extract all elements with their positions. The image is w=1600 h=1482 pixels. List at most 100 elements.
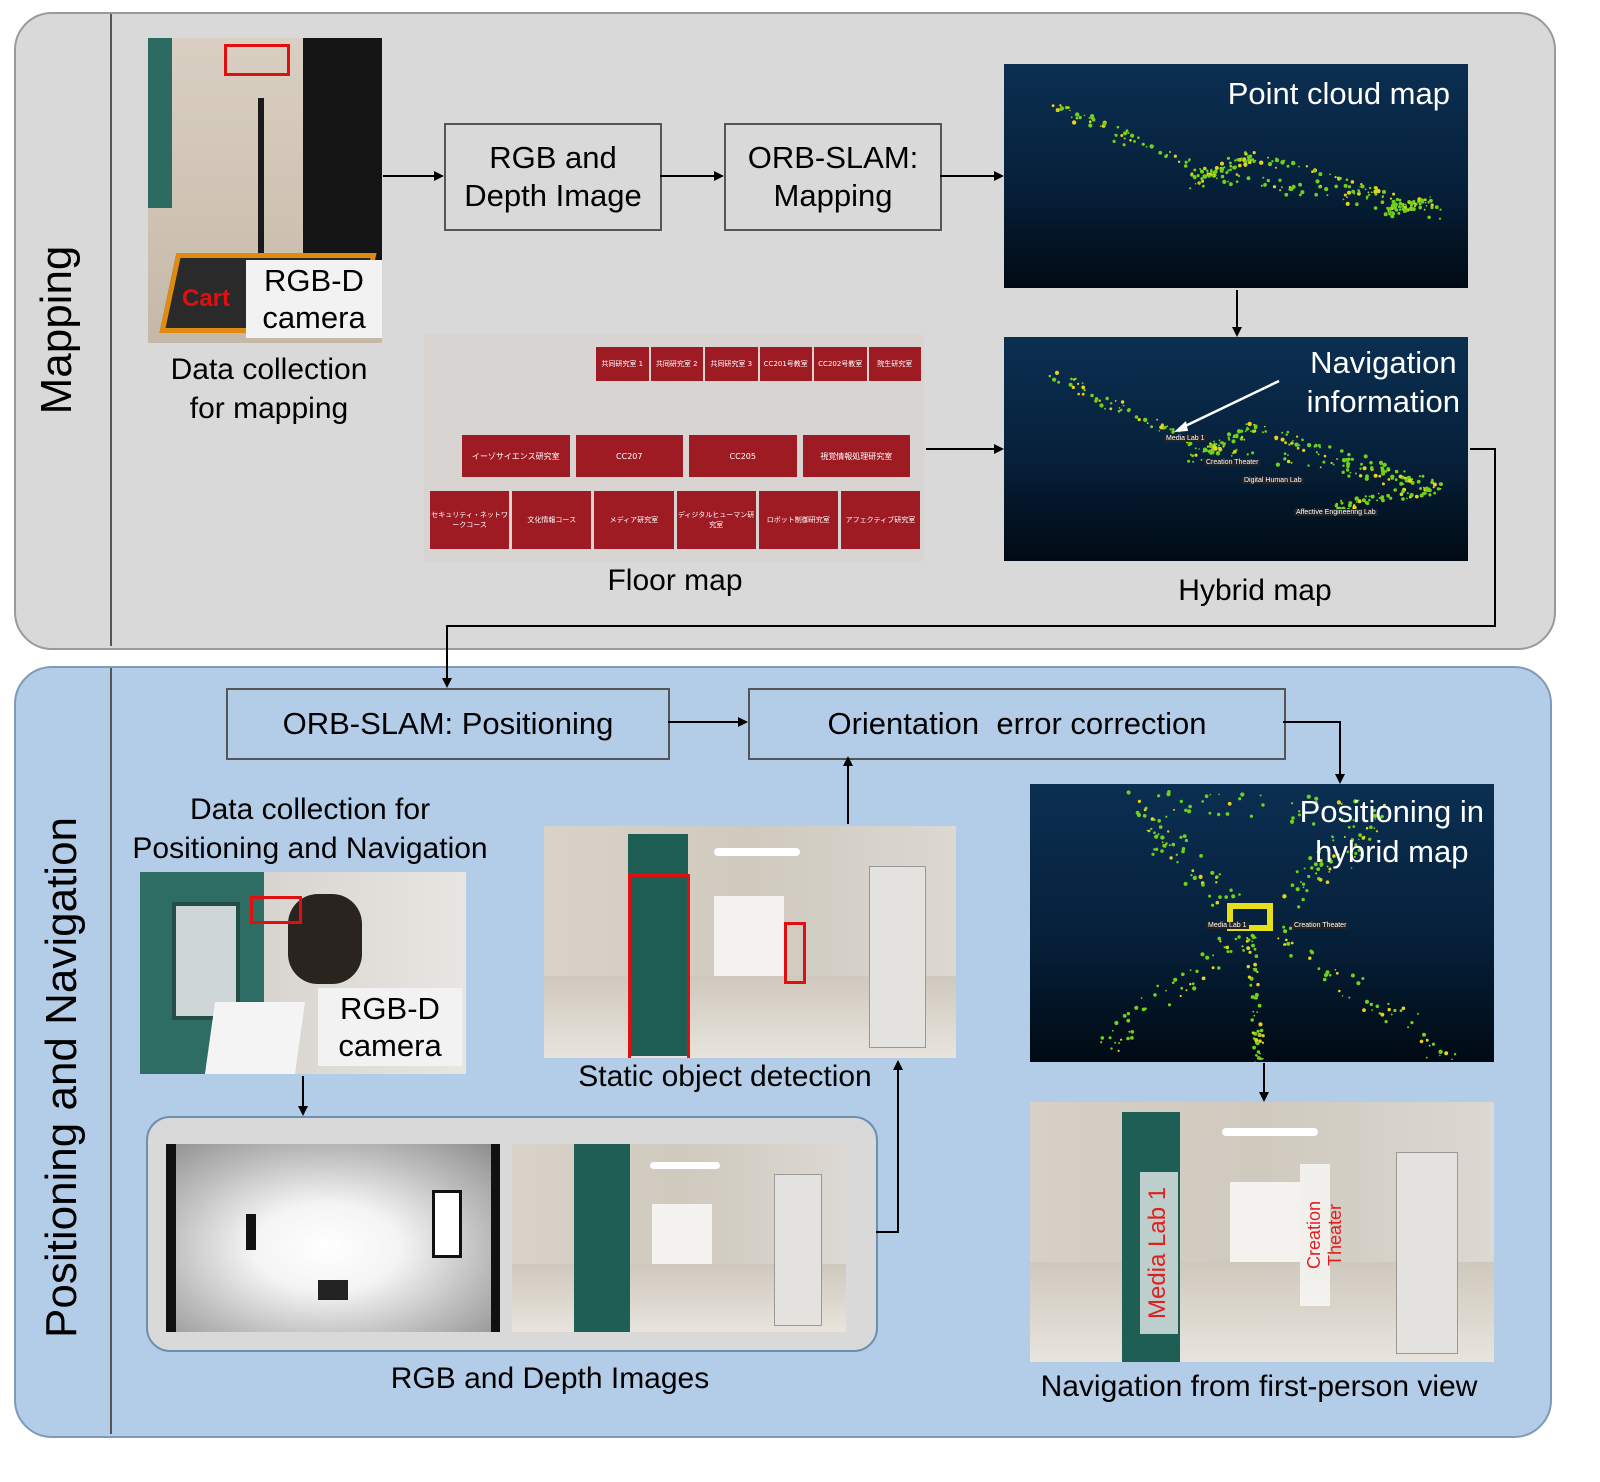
point-cloud-dot [1336, 458, 1339, 460]
point-cloud-dot [1290, 819, 1294, 824]
point-cloud-dot [1247, 421, 1252, 427]
point-cloud-dot [1331, 835, 1334, 838]
point-cloud-dot [1215, 443, 1218, 446]
point-cloud-dot [1181, 849, 1185, 854]
point-cloud-dot [1215, 876, 1218, 879]
point-cloud-dot [1360, 183, 1363, 186]
point-cloud-dot [1118, 407, 1121, 409]
point-cloud-dot [1368, 193, 1371, 196]
positioning-map-title: Positioning in hybrid map [1299, 794, 1484, 869]
point-cloud-dot [1126, 1036, 1130, 1041]
point-cloud-dot [1177, 160, 1181, 163]
point-cloud-dot [1253, 423, 1256, 426]
point-cloud-dot [1411, 207, 1416, 212]
point-cloud-dot [1194, 183, 1197, 185]
point-cloud-dot [1122, 1014, 1127, 1018]
point-cloud-dot [1198, 448, 1200, 450]
point-cloud-dot [1407, 1026, 1410, 1029]
point-cloud-dot [1373, 827, 1376, 830]
point-cloud-dot [1298, 165, 1300, 168]
point-cloud-dot [1289, 187, 1294, 192]
point-cloud-dot [1315, 801, 1318, 804]
point-cloud-dot [1357, 799, 1360, 802]
point-cloud-dot [1374, 818, 1377, 820]
point-cloud-dot [1395, 197, 1399, 202]
point-cloud-dot [1191, 869, 1195, 873]
point-cloud-dot [1187, 443, 1191, 447]
point-cloud-dot [1245, 939, 1249, 943]
point-cloud-dot [1075, 112, 1080, 117]
point-cloud-dot [1153, 993, 1157, 997]
point-cloud-dot [1157, 833, 1160, 836]
point-cloud-dot [1294, 442, 1299, 447]
point-cloud-dot [1193, 168, 1197, 172]
point-cloud-dot [1111, 1029, 1114, 1032]
point-cloud-dot [1313, 862, 1318, 867]
point-cloud-dot [1256, 1050, 1261, 1054]
point-cloud-dot [1210, 870, 1215, 875]
point-cloud-dot [1364, 999, 1370, 1004]
point-cloud-dot [1231, 452, 1234, 455]
point-cloud-dot [1361, 836, 1366, 840]
point-cloud-dot [1423, 208, 1426, 211]
point-cloud-dot [1424, 199, 1426, 201]
point-cloud-dot [1285, 938, 1288, 942]
point-cloud-dot [1363, 454, 1368, 459]
point-cloud-dot [1348, 996, 1351, 999]
point-cloud-dot [1251, 940, 1254, 943]
point-cloud-dot [1434, 205, 1439, 210]
point-cloud-dot [1151, 852, 1155, 856]
point-cloud-dot [1307, 443, 1312, 448]
point-cloud-dot [1392, 192, 1396, 196]
point-cloud-dot [1387, 478, 1391, 481]
point-cloud-dot [1355, 472, 1357, 475]
point-cloud-dot [1246, 176, 1251, 181]
point-cloud-dot [1059, 106, 1065, 111]
point-cloud-dot [1126, 1018, 1131, 1023]
point-cloud-dot [1173, 154, 1177, 158]
point-cloud-dot [1323, 454, 1327, 458]
point-cloud-dot [1287, 454, 1289, 456]
point-cloud-dot [1253, 429, 1257, 433]
rgb-depth-images-caption: RGB and Depth Images [390, 1362, 710, 1395]
point-cloud-dot [1354, 851, 1358, 855]
point-cloud-dot [1189, 969, 1192, 972]
point-cloud-dot [1153, 831, 1156, 834]
point-cloud-dot [1322, 977, 1327, 982]
point-cloud-dot [1335, 971, 1339, 975]
point-cloud-dot [1347, 457, 1351, 461]
point-cloud-dot [1425, 205, 1428, 207]
point-cloud-dot [1218, 439, 1221, 442]
point-cloud-dot [1100, 1041, 1103, 1044]
point-cloud-dot [1206, 169, 1209, 173]
point-cloud-dot [1238, 797, 1242, 801]
point-cloud-dot [1279, 189, 1282, 192]
rgb-image [512, 1144, 846, 1332]
point-cloud-dot [1382, 803, 1386, 807]
point-cloud-dot [1225, 812, 1230, 816]
point-cloud-dot [1070, 377, 1073, 381]
point-cloud-dot [1114, 133, 1118, 137]
depth-blob-right [432, 1190, 462, 1258]
point-cloud-dot [1259, 794, 1262, 797]
point-cloud-dot [1364, 188, 1367, 191]
point-cloud-dot [1211, 174, 1215, 178]
point-cloud-dot [1242, 949, 1245, 952]
point-cloud-dot [1297, 905, 1301, 909]
point-cloud-dot [1315, 451, 1318, 454]
point-cloud-dot [1236, 158, 1240, 162]
point-cloud-dot [1275, 157, 1278, 160]
point-cloud-dot [1378, 1012, 1382, 1015]
tripod [258, 98, 264, 278]
point-cloud-dot [1347, 503, 1352, 508]
point-cloud-dot [1229, 950, 1233, 953]
positioning-data-collection-caption: Data collection for Positioning and Navi… [132, 793, 488, 865]
point-cloud-dot [1227, 801, 1232, 806]
point-cloud-dot [1347, 185, 1352, 189]
point-cloud-dot [1154, 847, 1159, 851]
point-cloud-dot [1100, 1036, 1105, 1040]
point-cloud-dot [1398, 208, 1402, 211]
point-cloud-dot [1258, 1039, 1262, 1043]
point-cloud-dot [1306, 794, 1311, 799]
